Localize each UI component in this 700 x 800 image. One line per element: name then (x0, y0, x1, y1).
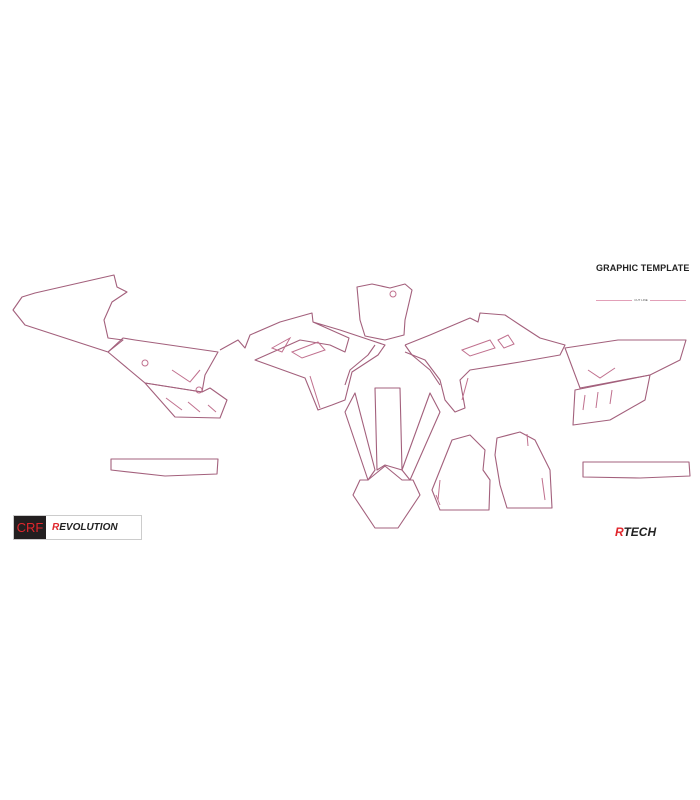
side-panel-lower-right (572, 374, 651, 426)
fork-guard-right (494, 431, 553, 509)
front-fender-side-right (401, 392, 441, 481)
side-panel-left (107, 337, 219, 393)
cut-line-legend: CUT LINE (596, 296, 686, 304)
fork-guard-left (431, 434, 491, 511)
crf-badge: CRF (14, 516, 46, 539)
chevron-mark (171, 369, 201, 383)
cut-line-sample (650, 300, 686, 301)
cut-line-sample (596, 300, 632, 301)
number-plate (356, 283, 413, 341)
front-fender-tip (352, 465, 421, 529)
side-panel-right (564, 339, 687, 389)
page-title: GRAPHIC TEMPLATE (596, 263, 690, 273)
seat-strip-right (582, 461, 691, 479)
front-fender-side-left (344, 392, 376, 481)
hole (195, 386, 203, 394)
radiator-shroud-right (404, 312, 566, 413)
seat-strip-left (110, 458, 219, 477)
cut-line-label: CUT LINE (634, 298, 648, 302)
fork-wing-left (344, 344, 376, 386)
rtech-logo: RTECH (615, 525, 657, 539)
rear-fender-left (12, 274, 128, 353)
front-fender-center (374, 387, 403, 471)
hole (141, 359, 149, 367)
side-panel-lower-left (144, 382, 228, 419)
fork-wing-right (404, 344, 441, 386)
number-plate-hole (389, 290, 397, 298)
